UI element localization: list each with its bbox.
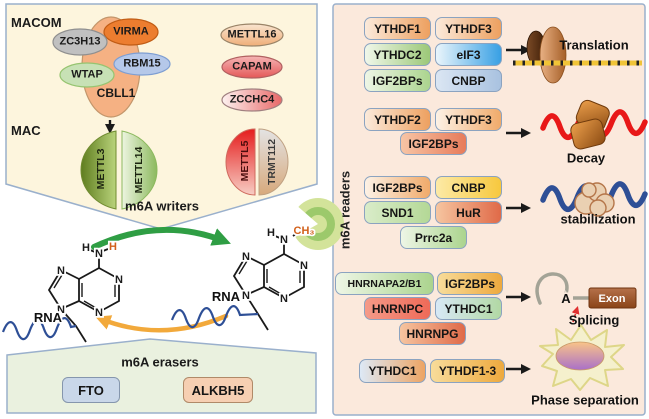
pill-igf2bps: IGF2BPs [364, 69, 431, 92]
pill-ythdc1: YTHDC1 [435, 297, 502, 320]
ring-n: N [57, 304, 65, 316]
pill-cnbp: CNBP [435, 176, 502, 199]
ring-n: N [95, 307, 103, 319]
exon-label: Exon [599, 293, 626, 305]
capam-ellipse [221, 55, 283, 79]
outcome-decay: Decay [566, 150, 606, 166]
pill-igf2bps: IGF2BPs [364, 176, 431, 199]
stabilization-icon [540, 181, 648, 217]
cbll1-label: CBLL1 [96, 86, 136, 100]
amine-h-orange: H [109, 241, 117, 253]
pill-hnrnapa2b1: HNRNAPA2/B1 [335, 272, 434, 295]
macom-label: MACOM [11, 15, 62, 30]
pill-hur: HuR [435, 201, 502, 224]
decay-icon [540, 99, 648, 150]
ring-n: N [57, 265, 65, 277]
outcome-phase-separation: Phase separation [531, 392, 639, 408]
methyltransferase-pacman-icon [284, 198, 344, 250]
amine-h-left: H [82, 242, 90, 254]
pill-ythdf3: YTHDF3 [435, 17, 502, 40]
outcome-translation: Translation [559, 37, 629, 53]
demethylation-arrow [95, 313, 229, 333]
pill-ythdf1-3: YTHDF1-3 [430, 359, 505, 383]
mettl14-label: METTL14 [132, 146, 145, 194]
rna-strand-left [1, 317, 77, 341]
pill-prrc2a: Prrc2a [400, 226, 467, 249]
readers-side-label: m6A readers [337, 170, 353, 250]
trmt112-label: TRMT112 [265, 138, 278, 186]
zcchc4-label: ZCCHC4 [229, 93, 275, 106]
amine-h-right: H [267, 227, 275, 239]
phase-separation-icon [539, 324, 625, 391]
outcome-splicing: Splicing [568, 312, 620, 328]
pill-ythdc1: YTHDC1 [359, 359, 426, 383]
ring-n: N [300, 260, 308, 272]
zc3h13-label: ZC3H13 [59, 35, 101, 48]
ribosome-icon [513, 26, 642, 84]
rbm15-label: RBM15 [123, 57, 161, 70]
ring-n: N [242, 290, 250, 302]
pill-snd1: SND1 [364, 201, 431, 224]
alkbh5-box: ALKBH5 [183, 377, 253, 403]
chemistry-labels: H N H N N N N RNA H N CH₃ N N N N RNA [32, 223, 316, 327]
methylation-arrow [91, 226, 231, 250]
pill-ythdf1: YTHDF1 [364, 17, 431, 40]
mettl5-label: METTL5 [238, 140, 251, 182]
ring-n: N [280, 293, 288, 305]
mac-label: MAC [11, 123, 41, 138]
mettl16-label: METTL16 [227, 28, 277, 41]
adenine-unmethylated [47, 248, 120, 343]
erasers-panel [6, 338, 317, 414]
exon-box [588, 287, 637, 309]
wtap-label: WTAP [71, 68, 103, 81]
rna-label-left: RNA [34, 310, 63, 325]
mettl16-ellipse [220, 23, 284, 47]
virma-ellipse [103, 18, 159, 46]
erasers-title: m6A erasers [121, 354, 199, 370]
pill-ythdf2: YTHDF2 [364, 108, 431, 131]
pill-hnrnpg: HNRNPG [399, 322, 466, 345]
amine-n-left: N [95, 248, 103, 260]
rna-strand-right [170, 305, 259, 329]
pill-hnrnpc: HNRNPC [364, 297, 431, 320]
amine-n-right: N [280, 234, 288, 246]
reader-arrows [506, 44, 532, 375]
pill-igf2bps: IGF2BPs [437, 272, 503, 295]
branch-point-a: A [561, 291, 571, 306]
methyl-label: CH₃ [294, 225, 315, 237]
mettl3-label: METTL3 [94, 148, 107, 190]
fto-box: FTO [62, 377, 120, 403]
zc3h13-ellipse [52, 28, 108, 56]
pill-cnbp: CNBP [435, 69, 502, 92]
virma-label: VIRMA [113, 25, 149, 38]
adenine-methylated [232, 232, 305, 331]
macom-complex-graphic [52, 16, 171, 118]
ring-n: N [242, 251, 250, 263]
pill-ythdf3: YTHDF3 [435, 108, 502, 131]
wtap-ellipse [59, 62, 115, 88]
writers-title: m6A writers [125, 198, 199, 214]
outcome-stabilization: stabilization [560, 211, 636, 227]
pill-ythdc2: YTHDC2 [364, 43, 431, 66]
pill-eif3: eIF3 [435, 43, 502, 66]
mettl5-trmt112-sphere [225, 128, 289, 196]
zcchc4-ellipse [221, 88, 283, 112]
capam-label: CAPAM [232, 60, 272, 73]
rbm15-ellipse [113, 52, 171, 76]
pill-igf2bps: IGF2BPs [400, 132, 467, 155]
mettl3-mettl14-sphere [80, 130, 158, 210]
ring-n: N [115, 274, 123, 286]
splicing-icon: Exon A [535, 272, 637, 323]
rna-label-right: RNA [212, 289, 241, 304]
